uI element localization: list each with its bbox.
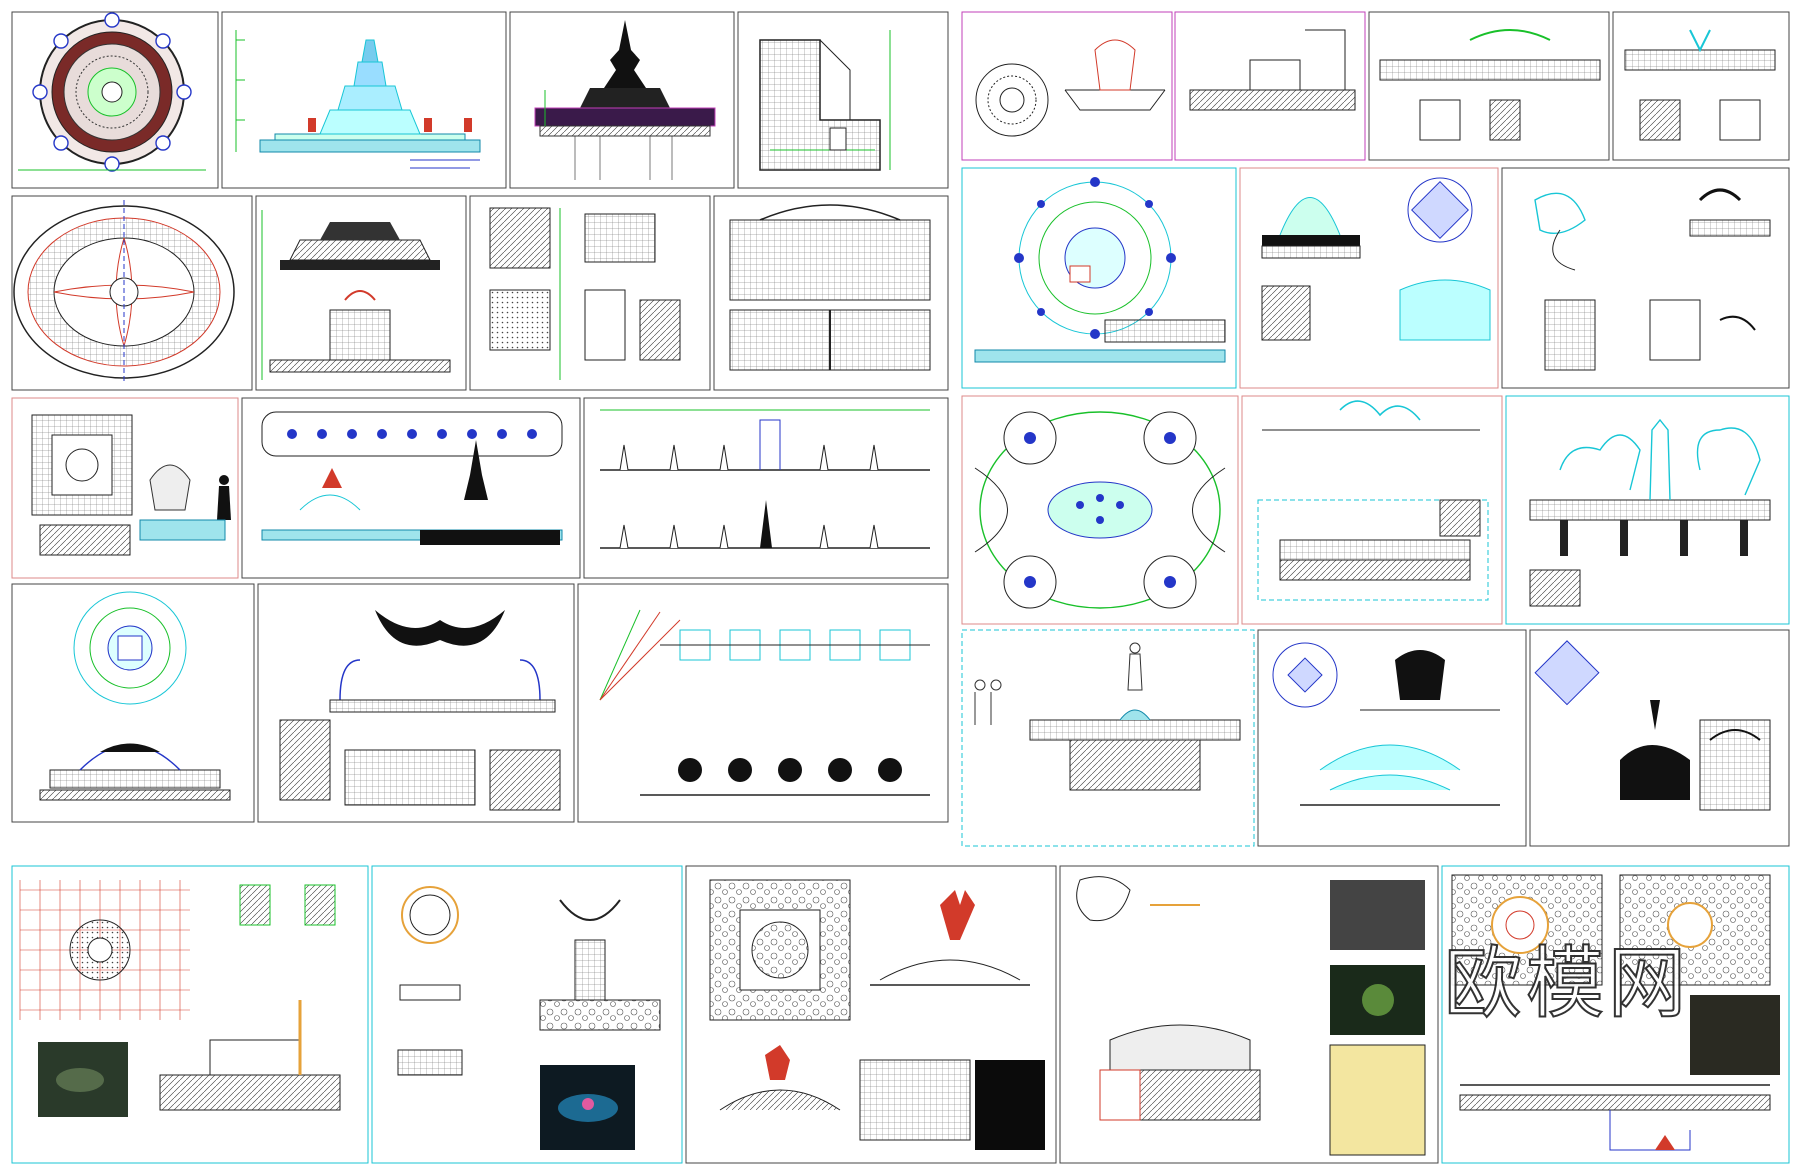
panel-bowl-section <box>257 583 575 823</box>
panel-swan-details <box>1501 167 1790 389</box>
statue-icon <box>1127 642 1143 691</box>
panel-pebble-plan <box>1441 865 1790 1164</box>
panel-bowl-details <box>371 865 683 1164</box>
person-icon <box>217 475 231 520</box>
panel-curve-plan <box>577 583 949 823</box>
panel-jets-elevation <box>583 397 949 579</box>
panel-round-plan <box>11 11 219 189</box>
tree-icon <box>678 758 902 782</box>
panel-tile-elevation <box>713 195 949 391</box>
bowl-icon <box>540 1065 635 1150</box>
panel-square-pool <box>11 397 239 579</box>
panel-fountain-details <box>961 11 1790 161</box>
panel-details <box>469 195 711 391</box>
panel-figure-bowl <box>1529 629 1790 847</box>
panel-spire-section <box>509 11 735 189</box>
panel-circle-plan <box>11 583 255 823</box>
person-icon <box>974 679 1002 725</box>
panel-long-pool <box>241 397 581 579</box>
panel-mixed-details <box>1257 629 1527 847</box>
panel-cyan-plan <box>961 167 1237 389</box>
panel-ornate-plan <box>961 395 1239 625</box>
panel-stone-details <box>1059 865 1439 1164</box>
panel-statue-section <box>1241 395 1503 625</box>
panel-square-plan <box>1239 167 1499 389</box>
watermark-logo: 欧模网 <box>1443 938 1690 1030</box>
panel-elevations <box>255 195 467 391</box>
panel-grid-plan <box>11 865 369 1164</box>
panel-wall-section <box>737 11 949 189</box>
panel-horse-statues <box>1505 395 1790 625</box>
panel-tiered-fountain <box>221 11 507 189</box>
panel-figure-section <box>961 629 1255 847</box>
panel-round-plan-large <box>11 195 253 391</box>
panel-square-bowl <box>685 865 1057 1164</box>
